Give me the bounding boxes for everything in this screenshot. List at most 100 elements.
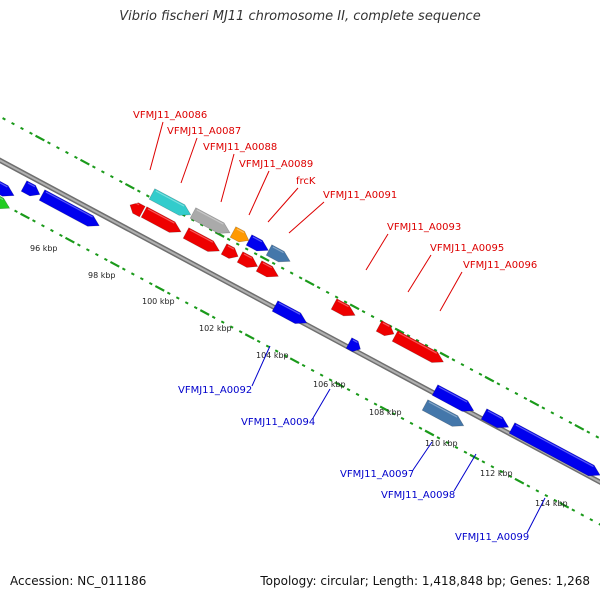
outer-dotted-row-tick [190,218,195,222]
forward-gene-label: VFMJ11_A0087 [167,126,241,137]
forward-gene-label: VFMJ11_A0088 [203,142,277,153]
inner-dotted-row-tick [41,224,45,228]
outer-dotted-row-tick [109,175,114,179]
outer-dotted-row-tick [214,231,225,238]
outer-dotted-row-tick [460,363,465,367]
inner-dotted-row-tick [103,257,108,262]
gene-red-6 [330,298,356,317]
gene-red-4 [236,251,259,268]
inner-dotted-row-tick [391,412,396,416]
gene-left-green [0,195,11,210]
inner-dotted-row-tick [301,363,306,368]
forward-gene-label: frcK [296,176,316,187]
gene-red-2-shine [189,229,214,243]
inner-dotted-row-tick [508,474,513,479]
inner-dotted-row-tick [373,402,378,406]
scale-label: 104 kbp [256,351,289,360]
gene-orange [229,226,250,243]
outer-dotted-row-tick [316,285,321,290]
inner-dotted-row-tick [32,219,36,223]
inner-dotted-row-tick [59,233,63,238]
inner-dotted-row-tick [76,243,81,247]
scale-label: 96 kbp [30,244,58,253]
outer-dotted-row-tick [259,255,270,262]
inner-dotted-row-tick [220,320,225,324]
gene-left-blue-1 [0,180,15,197]
outer-dotted-row-tick [361,309,366,314]
inner-dotted-row-tick [481,460,486,464]
outer-dotted-row-tick [559,416,564,420]
outer-dotted-row-tick [496,382,501,386]
reverse-gene-label: VFMJ11_A0092 [178,385,252,396]
inner-dotted-row-tick [409,421,414,425]
outer-dotted-row-tick [235,242,240,246]
reverse-gene-label: VFMJ11_A0099 [455,532,529,543]
inner-dotted-row-tick [283,354,288,358]
inner-dotted-row-tick [328,378,333,382]
gene-left-blue-2 [20,180,41,197]
outer-dotted-row-tick [199,223,204,227]
gene-orange-shine [236,228,245,234]
outer-dotted-row-tick [35,134,45,142]
inner-dotted-row-tick [400,416,405,421]
gene-red-small [129,202,146,218]
outer-dotted-row-tick [523,396,528,401]
outer-dotted-row-tick [325,290,330,294]
outer-dotted-row-tick [469,367,474,372]
inner-dotted-row-tick [256,339,261,344]
inner-dotted-row-tick [85,248,90,252]
forward-gene-leader [149,121,164,171]
outer-dotted-row-tick [484,375,495,383]
gene-blue-mid-shine [252,236,263,243]
reverse-gene-leader [312,388,331,419]
scale-label: 110 kbp [425,439,458,448]
outer-dotted-row-tick [451,358,456,362]
inner-dotted-row-tick [211,315,216,319]
inner-dotted-row-tick [499,469,504,474]
outer-dotted-row-tick [439,351,450,359]
inner-dotted-row-tick [109,260,120,268]
outer-dotted-row-tick [370,314,375,319]
outer-dotted-row-tick [79,158,90,166]
inner-dotted-row-tick [319,373,324,377]
gene-red-3-shine [227,245,235,250]
inner-dotted-row-tick [514,477,525,485]
inner-dotted-row-tick [139,277,144,281]
outer-dotted-row-tick [433,348,438,352]
inner-dotted-row-tick [274,349,279,353]
gene-red-1 [140,206,182,233]
inner-dotted-row-tick [559,501,570,509]
inner-dotted-row-tick [14,209,18,213]
inner-dotted-row-tick [436,436,441,440]
inner-dotted-row-tick [355,392,360,397]
outer-dotted-row-tick [145,194,150,198]
outer-dotted-row-tick [136,189,141,193]
gene-blue-r4-shine [487,410,503,420]
gene-red-2 [182,227,221,252]
inner-dotted-row-tick [175,296,180,300]
outer-dotted-row-tick [253,252,258,256]
outer-dotted-row-tick [595,435,600,439]
gene-red-1-shine [147,208,175,224]
gene-steelblue-r [421,399,465,427]
forward-gene-label: VFMJ11_A0089 [239,159,313,170]
scale-label: 114 kbp [535,499,568,508]
inner-dotted-row-tick [571,508,576,512]
scale-label: 112 kbp [480,469,513,478]
gene-gray [189,207,231,234]
outer-dotted-row-tick [415,338,420,343]
gene-blue-r4 [480,408,510,429]
gene-left-blue-1-shine [0,182,8,188]
outer-dotted-row-tick [586,430,591,434]
outer-dotted-row-tick [208,228,213,232]
outer-dotted-row-tick [2,117,6,121]
gene-blue-r1 [271,300,308,324]
inner-dotted-row-tick [346,387,351,392]
forward-gene-leader [248,170,270,216]
outer-dotted-row-tick [56,146,60,150]
gene-blue-mid [245,234,269,252]
reverse-gene-leader [412,441,433,471]
outer-dotted-row-tick [574,423,585,431]
forward-gene-label: VFMJ11_A0096 [463,260,537,271]
outer-dotted-row-tick [47,141,51,145]
